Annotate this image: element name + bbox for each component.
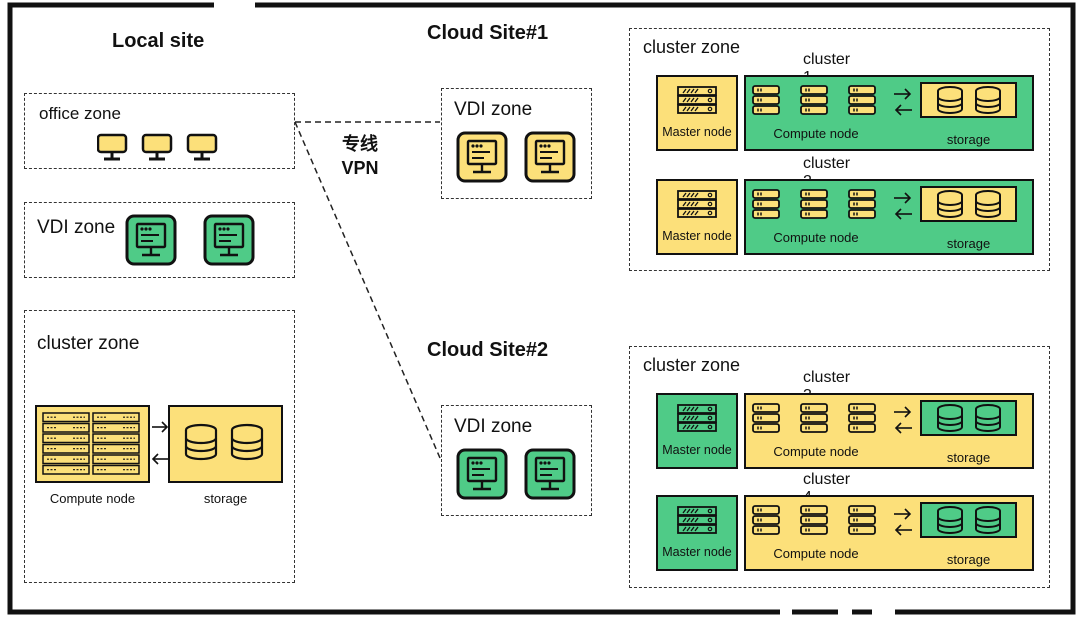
database-icon [937, 86, 963, 114]
master-node: Master node [656, 495, 738, 571]
vdi-terminal-icon [203, 214, 255, 271]
compute-server-icon [800, 85, 828, 115]
storage-box [920, 400, 1017, 436]
compute-server-icon [848, 85, 876, 115]
vdi-terminal-icon [456, 448, 508, 505]
local-compute-label: Compute node [49, 491, 136, 506]
storage-box [920, 82, 1017, 118]
local-cluster-zone-label: cluster zone [37, 333, 140, 354]
sync-arrows-icon [894, 192, 912, 220]
local-storage [168, 405, 283, 483]
cloud-2-cluster-zone-label: cluster zone [643, 355, 741, 375]
master-node: Master node [656, 179, 738, 255]
vpn-label-line-2: VPN [341, 158, 379, 178]
storage-label: storage [946, 552, 991, 567]
storage-label: storage [946, 132, 991, 147]
cluster-body: Compute node storage [744, 495, 1034, 571]
database-icon [184, 423, 218, 461]
cloud-2-cluster-zone: cluster zone cluster 3Master nodeCompute… [629, 346, 1050, 588]
storage-icons [184, 423, 264, 461]
master-server-icon [677, 190, 717, 218]
monitor-icon [141, 133, 173, 161]
storage-box [920, 186, 1017, 222]
cloud-1-cluster-zone: cluster zone cluster 1Master nodeCompute… [629, 28, 1050, 271]
vdi-terminal-icon [524, 131, 576, 188]
sync-arrows-icon [894, 88, 912, 116]
office-monitors [97, 133, 218, 161]
storage-label: storage [946, 450, 991, 465]
database-icon [937, 506, 963, 534]
database-icon [975, 190, 1001, 218]
cluster-body: Compute node storage [744, 75, 1034, 151]
master-server-icon [677, 506, 717, 534]
master-node-label: Master node [662, 545, 732, 559]
sync-arrows-icon [151, 421, 169, 465]
database-icon [937, 404, 963, 432]
master-node-label: Master node [662, 443, 732, 457]
compute-node-label: Compute node [773, 230, 859, 245]
sync-arrows-icon [894, 508, 912, 536]
cloud-1-vdi-zone: VDI zone [441, 88, 592, 199]
database-icon [975, 86, 1001, 114]
local-vdi-zone-label: VDI zone [37, 217, 116, 238]
server-rack-icon [42, 412, 140, 475]
master-server-icon [677, 404, 717, 432]
compute-node-label: Compute node [773, 444, 859, 459]
compute-server-icon [800, 189, 828, 219]
master-server-icon [677, 86, 717, 114]
cloud-1-vdi-zone-label: VDI zone [454, 99, 533, 120]
office-zone-label: office zone [39, 104, 121, 123]
storage-icons [937, 404, 1001, 432]
local-compute-node [35, 405, 150, 483]
cloud-2-vdi-zone: VDI zone [441, 405, 592, 516]
master-node-label: Master node [662, 125, 732, 139]
database-icon [937, 190, 963, 218]
local-storage-label: storage [203, 491, 248, 506]
compute-server-icon [752, 505, 780, 535]
vpn-label: 专线 VPN [330, 132, 390, 180]
sync-arrows-icon [894, 406, 912, 434]
compute-server-icon [848, 505, 876, 535]
vdi-terminal-icon [524, 448, 576, 505]
storage-icons [937, 86, 1001, 114]
vpn-link-line-2 [294, 121, 441, 459]
compute-node-label: Compute node [773, 546, 859, 561]
database-icon [230, 423, 264, 461]
cloud-site-2-title: Cloud Site#2 [427, 339, 549, 361]
cluster-body: Compute node storage [744, 179, 1034, 255]
storage-icons [937, 190, 1001, 218]
vdi-terminal-icon [125, 214, 177, 271]
master-node: Master node [656, 393, 738, 469]
compute-server-icon [848, 403, 876, 433]
local-vdi-zone: VDI zone [24, 202, 295, 278]
local-cluster-zone: cluster zone Compute node [24, 310, 295, 583]
compute-server-icon [752, 403, 780, 433]
local-site-title: Local site [112, 30, 205, 52]
compute-server-icon [800, 505, 828, 535]
cloud-1-cluster-zone-label: cluster zone [643, 37, 741, 57]
database-icon [975, 404, 1001, 432]
storage-box [920, 502, 1017, 538]
master-node: Master node [656, 75, 738, 151]
compute-node-label: Compute node [773, 126, 859, 141]
monitor-icon [186, 133, 218, 161]
vdi-terminal-icon [456, 131, 508, 188]
compute-server-icon [752, 189, 780, 219]
compute-server-icon [800, 403, 828, 433]
storage-icons [937, 506, 1001, 534]
database-icon [975, 506, 1001, 534]
compute-server-icon [848, 189, 876, 219]
cloud-2-vdi-zone-label: VDI zone [454, 416, 533, 437]
compute-server-icon [752, 85, 780, 115]
office-zone: office zone [24, 93, 295, 169]
cluster-body: Compute node storage [744, 393, 1034, 469]
monitor-icon [97, 133, 128, 161]
vpn-label-line-1: 专线 [342, 134, 378, 154]
cloud-site-1-title: Cloud Site#1 [427, 22, 549, 44]
storage-label: storage [946, 236, 991, 251]
master-node-label: Master node [662, 229, 732, 243]
